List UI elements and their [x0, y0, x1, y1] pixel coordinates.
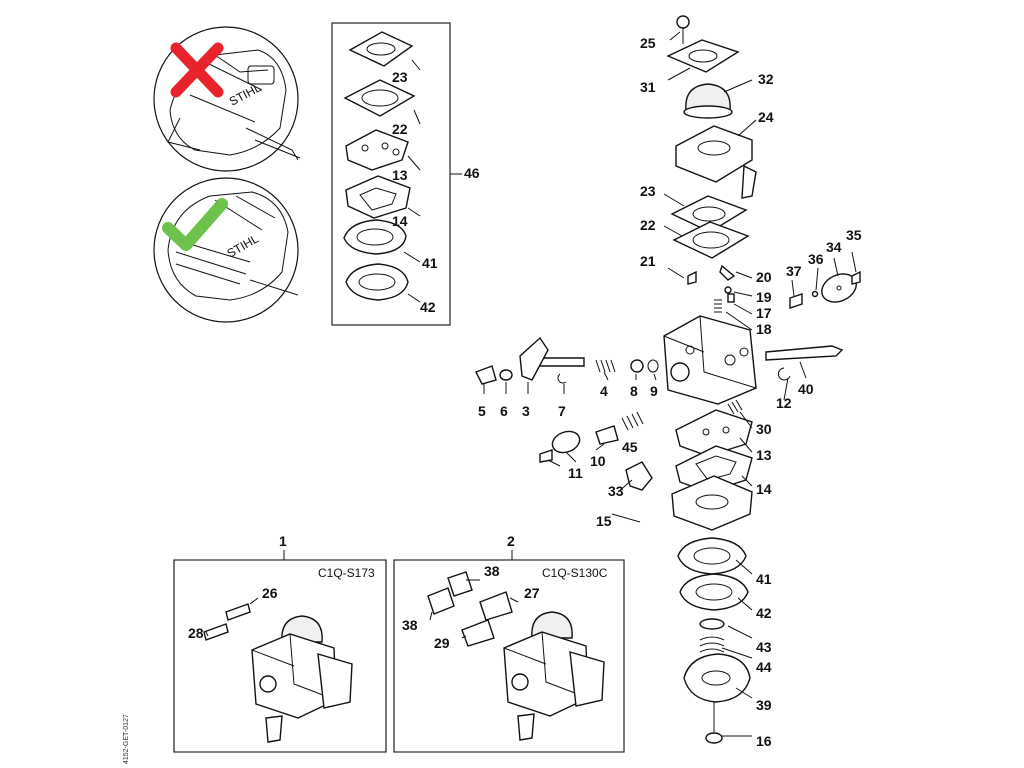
part-number-label: 41	[756, 571, 772, 587]
part-number-label: 5	[478, 403, 486, 419]
part-number-label: 38	[402, 617, 418, 633]
part-number-label: 15	[596, 513, 612, 529]
variant-b-number: 2	[507, 533, 515, 549]
part-number-label: 23	[640, 183, 656, 199]
correct-install-illustration: STIHL	[153, 177, 299, 323]
wrong-install-illustration: STIHL	[153, 26, 301, 172]
part-number-label: 41	[422, 255, 438, 271]
part-number-label: 27	[524, 585, 540, 601]
part-number-label: 28	[188, 625, 204, 641]
part-number-label: 33	[608, 483, 624, 499]
part-number-label: 26	[262, 585, 278, 601]
part-number-label: 8	[630, 383, 638, 399]
part-number-label: 17	[756, 305, 772, 321]
part-number-label: 13	[392, 167, 408, 183]
part-number-label: 3	[522, 403, 530, 419]
part-number-label: 43	[756, 639, 772, 655]
part-number-label: 42	[756, 605, 772, 621]
part-number-label: 20	[756, 269, 772, 285]
part-number-label: 40	[798, 381, 814, 397]
part-number-label: 18	[756, 321, 772, 337]
screw-25	[676, 15, 690, 44]
part-number-label: 24	[758, 109, 774, 125]
part-number-label: 32	[758, 71, 774, 87]
variant-a-model: C1Q-S173	[318, 566, 375, 580]
part-number-label: 16	[756, 733, 772, 749]
part-number-label: 45	[622, 439, 638, 455]
part-number-label: 19	[756, 289, 772, 305]
part-number-label: 11	[568, 465, 583, 481]
part-number-label: 22	[392, 121, 408, 137]
part-number-label: 30	[756, 421, 772, 437]
part-number-label: 23	[392, 69, 408, 85]
part-number-label: 22	[640, 217, 656, 233]
green-check-icon	[162, 198, 228, 251]
part-number-label: 25	[640, 35, 656, 51]
part-number-label: 6	[500, 403, 508, 419]
side-code: 4152-GET-0127	[123, 714, 130, 764]
variant-box-1	[173, 550, 387, 753]
part-number-label: 34	[826, 239, 842, 255]
part-number-label: 44	[756, 659, 772, 675]
variant-a-number: 1	[279, 533, 287, 549]
part-number-label: 7	[558, 403, 566, 419]
variant-box-2	[393, 550, 625, 753]
gasket-kit-box	[331, 22, 462, 326]
part-number-label: 36	[808, 251, 824, 267]
part-number-label: 9	[650, 383, 658, 399]
variant-b-model: C1Q-S130C	[542, 566, 608, 580]
part-number-label: 12	[776, 395, 792, 411]
part-number-label: 37	[786, 263, 802, 279]
part-number-label: 4	[600, 383, 608, 399]
part-number-label: 21	[640, 253, 656, 269]
part-number-label: 29	[434, 635, 450, 651]
part-number-label: 31	[640, 79, 656, 95]
main-exploded-stack	[475, 15, 861, 744]
part-number-label: 39	[756, 697, 772, 713]
part-number-label: 38	[484, 563, 500, 579]
part-number-label: 14	[756, 481, 772, 497]
part-number-label: 14	[392, 213, 408, 229]
kit-number: 46	[464, 165, 480, 181]
part-number-label: 35	[846, 227, 862, 243]
red-cross-icon	[170, 42, 224, 98]
part-number-label: 13	[756, 447, 772, 463]
part-number-label: 42	[420, 299, 436, 315]
part-number-label: 10	[590, 453, 606, 469]
